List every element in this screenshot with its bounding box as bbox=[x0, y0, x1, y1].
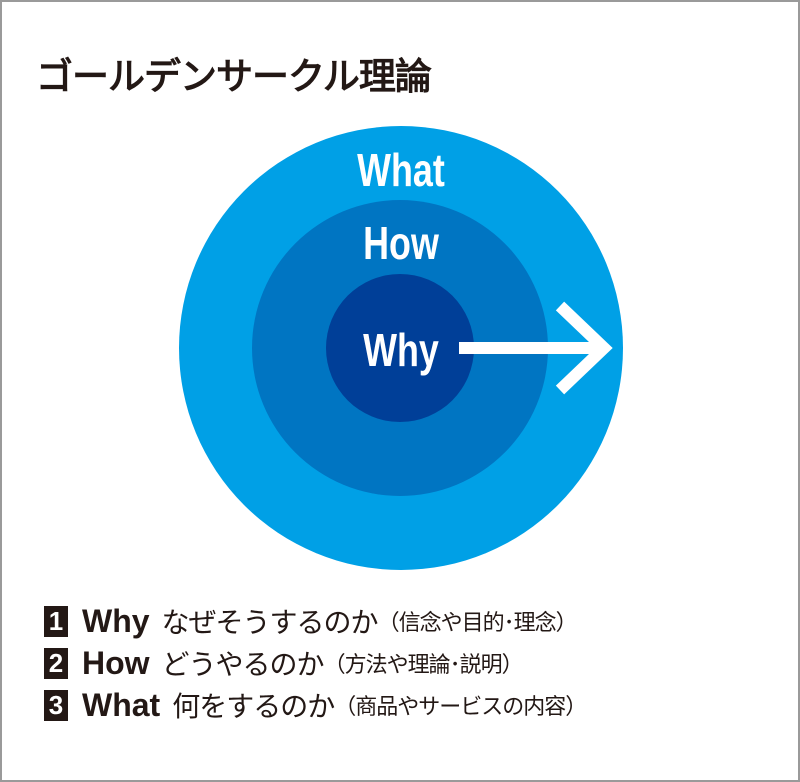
number-badge: 1 bbox=[44, 605, 68, 637]
how-label: How bbox=[363, 218, 440, 269]
note: （商品やサービスの内容） bbox=[334, 695, 587, 720]
question: 何をするのか bbox=[172, 690, 335, 723]
what-label: What bbox=[357, 145, 445, 196]
page-title: ゴールデンサークル理論 bbox=[36, 55, 432, 98]
term: Why bbox=[82, 602, 150, 639]
question: なぜそうするのか bbox=[161, 606, 379, 639]
arrow-right-icon bbox=[459, 301, 613, 395]
why-circle bbox=[326, 274, 474, 422]
note: （信念や目的･理念） bbox=[377, 611, 578, 636]
list-item: 3 What 何をするのか （商品やサービスの内容） bbox=[44, 684, 587, 726]
why-label: Why bbox=[363, 325, 439, 376]
term: What bbox=[82, 686, 161, 723]
term: How bbox=[82, 644, 150, 681]
number-badge: 2 bbox=[44, 647, 68, 679]
note: （方法や理論･説明） bbox=[323, 653, 524, 678]
number-badge: 3 bbox=[44, 689, 68, 721]
list-item: 2 How どうやるのか （方法や理論･説明） bbox=[44, 642, 586, 684]
legend-list: 1 Why なぜそうするのか （信念や目的･理念） 2 How どうやるのか （… bbox=[44, 600, 587, 726]
list-item: 1 Why なぜそうするのか （信念や目的･理念） bbox=[44, 600, 586, 642]
question: どうやるのか bbox=[161, 648, 325, 681]
